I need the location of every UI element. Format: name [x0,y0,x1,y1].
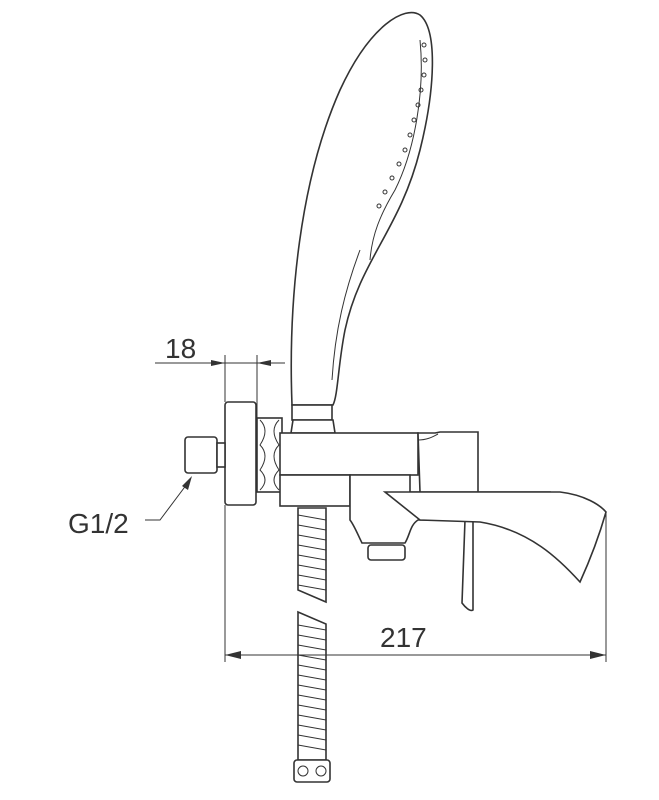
shower-hose [293,507,331,783]
hex-nut [256,417,283,493]
lever-handle [417,431,479,493]
hand-shower [290,11,434,434]
dimension-217-label: 217 [380,622,427,653]
dimension-18-label: 18 [165,333,196,364]
diverter-outlet [367,544,406,561]
valve-body [279,432,419,476]
thread-leader [145,476,192,521]
dimension-217 [224,505,607,662]
thread-label: G1/2 [68,508,129,539]
wall-flange [224,401,257,506]
dimension-18 [155,355,285,418]
inlet-fitting [184,436,218,474]
spout [382,491,607,584]
spray-nozzles [376,42,428,209]
